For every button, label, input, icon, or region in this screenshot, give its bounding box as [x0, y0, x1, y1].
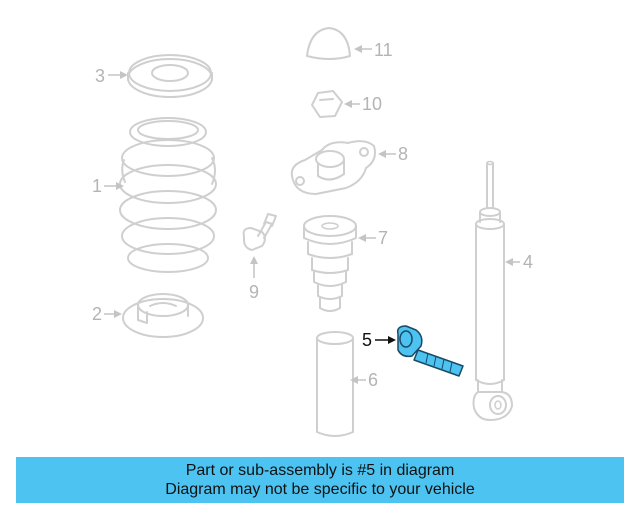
svg-text:4: 4	[523, 252, 533, 272]
part-2-lower-spring-seat[interactable]	[122, 293, 204, 338]
callout-10: 10	[344, 94, 382, 114]
svg-text:5: 5	[362, 330, 372, 350]
svg-text:8: 8	[398, 144, 408, 164]
callout-11: 11	[354, 40, 393, 60]
part-3-spring-seat[interactable]	[127, 54, 213, 98]
svg-text:3: 3	[95, 66, 105, 86]
svg-text:2: 2	[92, 304, 102, 324]
callout-8: 8	[378, 144, 408, 164]
part-4-shock-absorber[interactable]	[472, 160, 513, 421]
exploded-parts-diagram: 1 2 3 4 5 6 7 8 9 10	[92, 27, 533, 437]
callout-1: 1	[92, 176, 124, 196]
banner-line-2: Diagram may not be specific to your vehi…	[165, 481, 475, 498]
svg-text:10: 10	[362, 94, 382, 114]
part-10-nut[interactable]	[311, 90, 343, 118]
part-6-dust-boot[interactable]	[316, 331, 354, 437]
svg-text:7: 7	[378, 228, 388, 248]
callout-3: 3	[95, 66, 128, 86]
callout-2: 2	[92, 304, 122, 324]
svg-text:1: 1	[92, 176, 102, 196]
part-5-bolt-highlighted[interactable]	[396, 325, 464, 377]
callout-6: 6	[350, 370, 378, 390]
svg-text:9: 9	[249, 282, 259, 302]
banner-line-1: Part or sub-assembly is #5 in diagram	[185, 462, 455, 479]
callout-4: 4	[505, 252, 533, 272]
part-11-cap[interactable]	[306, 27, 351, 60]
callout-7: 7	[358, 228, 388, 248]
callout-9: 9	[249, 256, 259, 302]
part-8-upper-mount[interactable]	[290, 140, 376, 195]
svg-text:11: 11	[374, 40, 393, 60]
part-1-coil-spring[interactable]	[119, 117, 217, 273]
callout-5: 5	[362, 330, 396, 350]
part-9-bolt[interactable]	[242, 213, 277, 251]
part-7-bump-stop[interactable]	[303, 215, 357, 312]
info-banner: Part or sub-assembly is #5 in diagram Di…	[16, 457, 624, 503]
svg-text:6: 6	[368, 370, 378, 390]
